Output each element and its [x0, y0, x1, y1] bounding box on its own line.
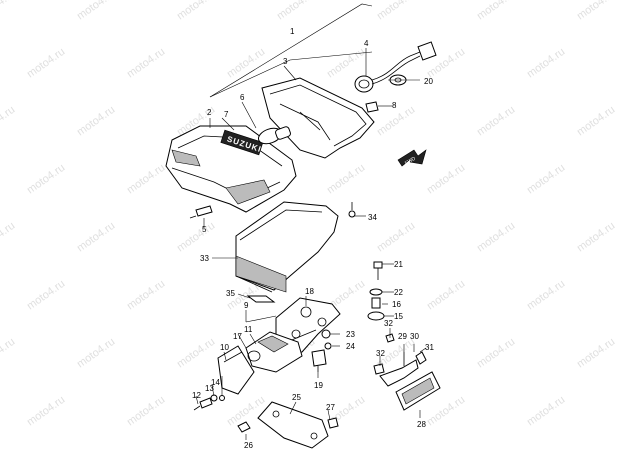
- bolt-34: [348, 202, 356, 218]
- seal-strip: [246, 295, 276, 303]
- watermark-text: moto4.ru: [475, 220, 517, 255]
- watermark-text: moto4.ru: [425, 162, 467, 197]
- callout-11: 11: [244, 325, 253, 334]
- watermark-text: moto4.ru: [375, 0, 417, 22]
- callout-14: 14: [211, 378, 220, 387]
- license-lamp-lens: [217, 345, 255, 395]
- callout-13: 13: [205, 384, 214, 393]
- watermark-text: moto4.ru: [125, 46, 167, 81]
- watermark-text: moto4.ru: [125, 278, 167, 313]
- callout-28: 28: [417, 420, 426, 429]
- watermark-text: moto4.ru: [575, 220, 617, 255]
- watermark-text: moto4.ru: [425, 278, 467, 313]
- callout-12: 12: [192, 391, 201, 400]
- watermark-text: moto4.ru: [375, 220, 417, 255]
- callout-33: 33: [200, 254, 209, 263]
- callout-18: 18: [305, 287, 314, 296]
- bulb: [257, 126, 291, 145]
- watermark-text: moto4.ru: [275, 0, 317, 22]
- callout-16: 16: [392, 300, 401, 309]
- callout-34: 34: [368, 213, 377, 222]
- watermark-text: moto4.ru: [475, 0, 517, 22]
- watermark-text: moto4.ru: [175, 220, 217, 255]
- watermark-text: moto4.ru: [175, 336, 217, 371]
- watermark-text: moto4.ru: [325, 46, 367, 81]
- callout-7: 7: [224, 110, 229, 119]
- mount-hardware: [367, 261, 385, 321]
- callout-19: 19: [314, 381, 323, 390]
- suzuki-badge: [220, 129, 264, 156]
- watermark-text: moto4.ru: [75, 104, 117, 139]
- license-lamp: [245, 331, 303, 373]
- callout-32: 32: [376, 349, 385, 358]
- callout-22: 22: [394, 288, 403, 297]
- rear-reflector: [395, 371, 441, 411]
- callout-25: 25: [292, 393, 301, 402]
- reflector-bracket: [379, 352, 419, 387]
- watermark-text: moto4.ru: [175, 0, 217, 22]
- callout-1: 1: [290, 27, 295, 36]
- watermark-text: moto4.ru: [75, 336, 117, 371]
- callout-9: 9: [244, 301, 249, 310]
- callout-8: 8: [392, 101, 397, 110]
- watermark-text: moto4.ru: [75, 220, 117, 255]
- watermark-text: moto4.ru: [0, 336, 17, 371]
- fwd-arrow: FWD: [397, 149, 427, 167]
- watermark-text: moto4.ru: [0, 220, 17, 255]
- small-hardware: [311, 329, 427, 375]
- fwd-label: FWD: [404, 156, 417, 167]
- callout-24: 24: [346, 342, 355, 351]
- watermark-text: moto4.ru: [425, 394, 467, 429]
- callout-3: 3: [283, 57, 288, 66]
- callout-30: 30: [410, 332, 419, 341]
- watermark-text: moto4.ru: [25, 278, 67, 313]
- callout-31: 31: [425, 343, 434, 352]
- callout-4: 4: [364, 39, 369, 48]
- watermark-text: moto4.ru: [25, 46, 67, 81]
- callout-20: 20: [424, 77, 433, 86]
- callout-5: 5: [202, 225, 207, 234]
- callout-10: 10: [220, 343, 229, 352]
- watermark-text: moto4.ru: [525, 278, 567, 313]
- callout-32: 32: [384, 319, 393, 328]
- tail-lamp-lens: SUZUKI: [165, 125, 297, 213]
- socket-and-wire: [354, 41, 437, 113]
- rear-fender-cover: [235, 201, 339, 293]
- callout-17: 17: [233, 332, 242, 341]
- callout-27: 27: [326, 403, 335, 412]
- watermark-text: moto4.ru: [525, 162, 567, 197]
- watermark-text: moto4.ru: [575, 336, 617, 371]
- callout-21: 21: [394, 260, 403, 269]
- callout-labels: 1234567891011121314151617181920212223242…: [192, 27, 434, 450]
- watermark-text: moto4.ru: [575, 104, 617, 139]
- watermark-text: moto4.ru: [25, 394, 67, 429]
- watermark-text: moto4.ru: [75, 0, 117, 22]
- callout-6: 6: [240, 93, 245, 102]
- watermark-text: moto4.ru: [475, 104, 517, 139]
- screw: [189, 205, 213, 219]
- callout-2: 2: [207, 108, 212, 117]
- watermark-text: moto4.ru: [475, 336, 517, 371]
- callout-35: 35: [226, 289, 235, 298]
- callout-23: 23: [346, 330, 355, 339]
- watermark-text: moto4.ru: [0, 104, 17, 139]
- watermark-text: moto4.ru: [0, 0, 17, 22]
- callout-26: 26: [244, 441, 253, 450]
- watermark-text: moto4.ru: [125, 394, 167, 429]
- leader-lines: [195, 3, 427, 440]
- watermark-text: moto4.ru: [25, 162, 67, 197]
- callout-29: 29: [398, 332, 407, 341]
- watermark-text: moto4.ru: [525, 46, 567, 81]
- callout-15: 15: [394, 312, 403, 321]
- watermark-text: moto4.ru: [525, 394, 567, 429]
- watermark-text: moto4.ru: [125, 162, 167, 197]
- reflector-plate: [237, 401, 339, 449]
- watermark-text: moto4.ru: [325, 162, 367, 197]
- watermark-text: moto4.ru: [575, 0, 617, 22]
- tail-lamp-housing: [261, 77, 375, 159]
